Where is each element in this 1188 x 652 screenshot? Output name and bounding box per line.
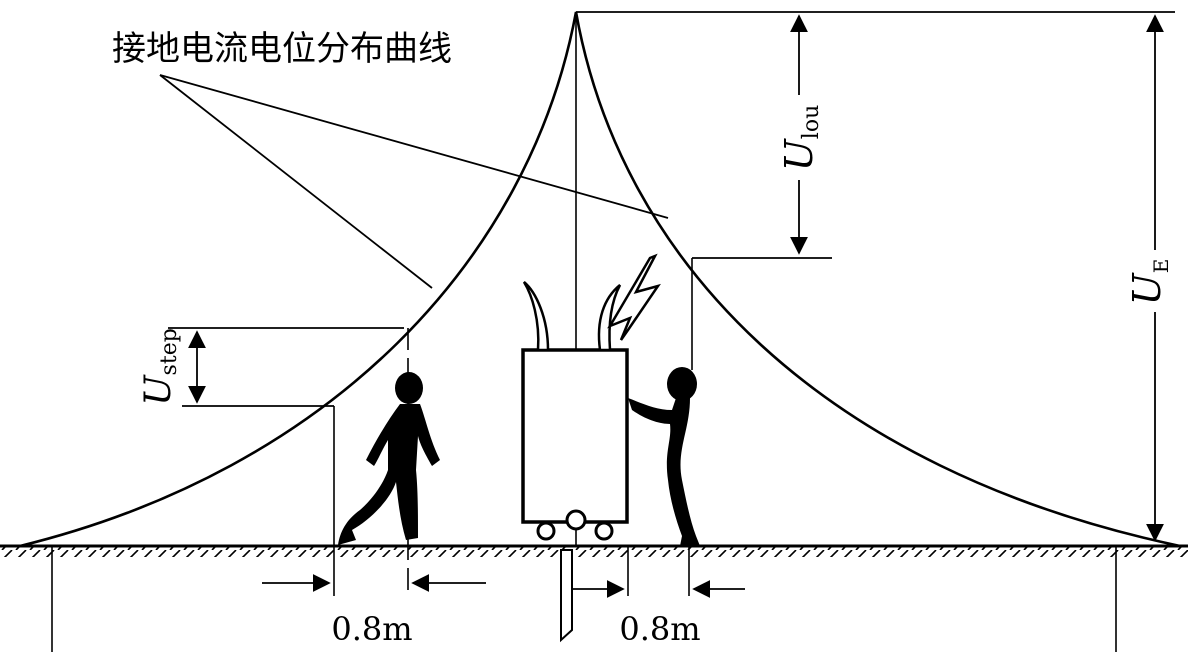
fault-lightning-icon [607,253,661,341]
wheel-center [565,509,587,531]
bushing-right [597,284,622,352]
diagram-title: 接地电流电位分布曲线 [112,29,452,69]
title-pointer-lines [159,74,669,289]
equipment-housing [521,281,629,541]
dist-right-label: 0.8m [619,610,700,648]
bushing-left [522,281,550,352]
wheel-right [594,521,614,541]
ground [0,544,1188,557]
ue-label: UE [1125,259,1173,306]
ground-hatching [0,547,1188,557]
svg-text:UE: UE [1125,259,1173,306]
ground-electrode [560,549,573,643]
svg-text:Ustep: Ustep [138,328,182,406]
ustep-label: Ustep [138,328,182,406]
walking-person-icon [338,372,440,545]
ulou-label: Ulou [777,105,824,171]
wheel-left [536,521,556,541]
svg-text:Ulou: Ulou [777,105,824,171]
touching-person-icon [628,367,700,546]
dist-left-label: 0.8m [331,610,412,648]
